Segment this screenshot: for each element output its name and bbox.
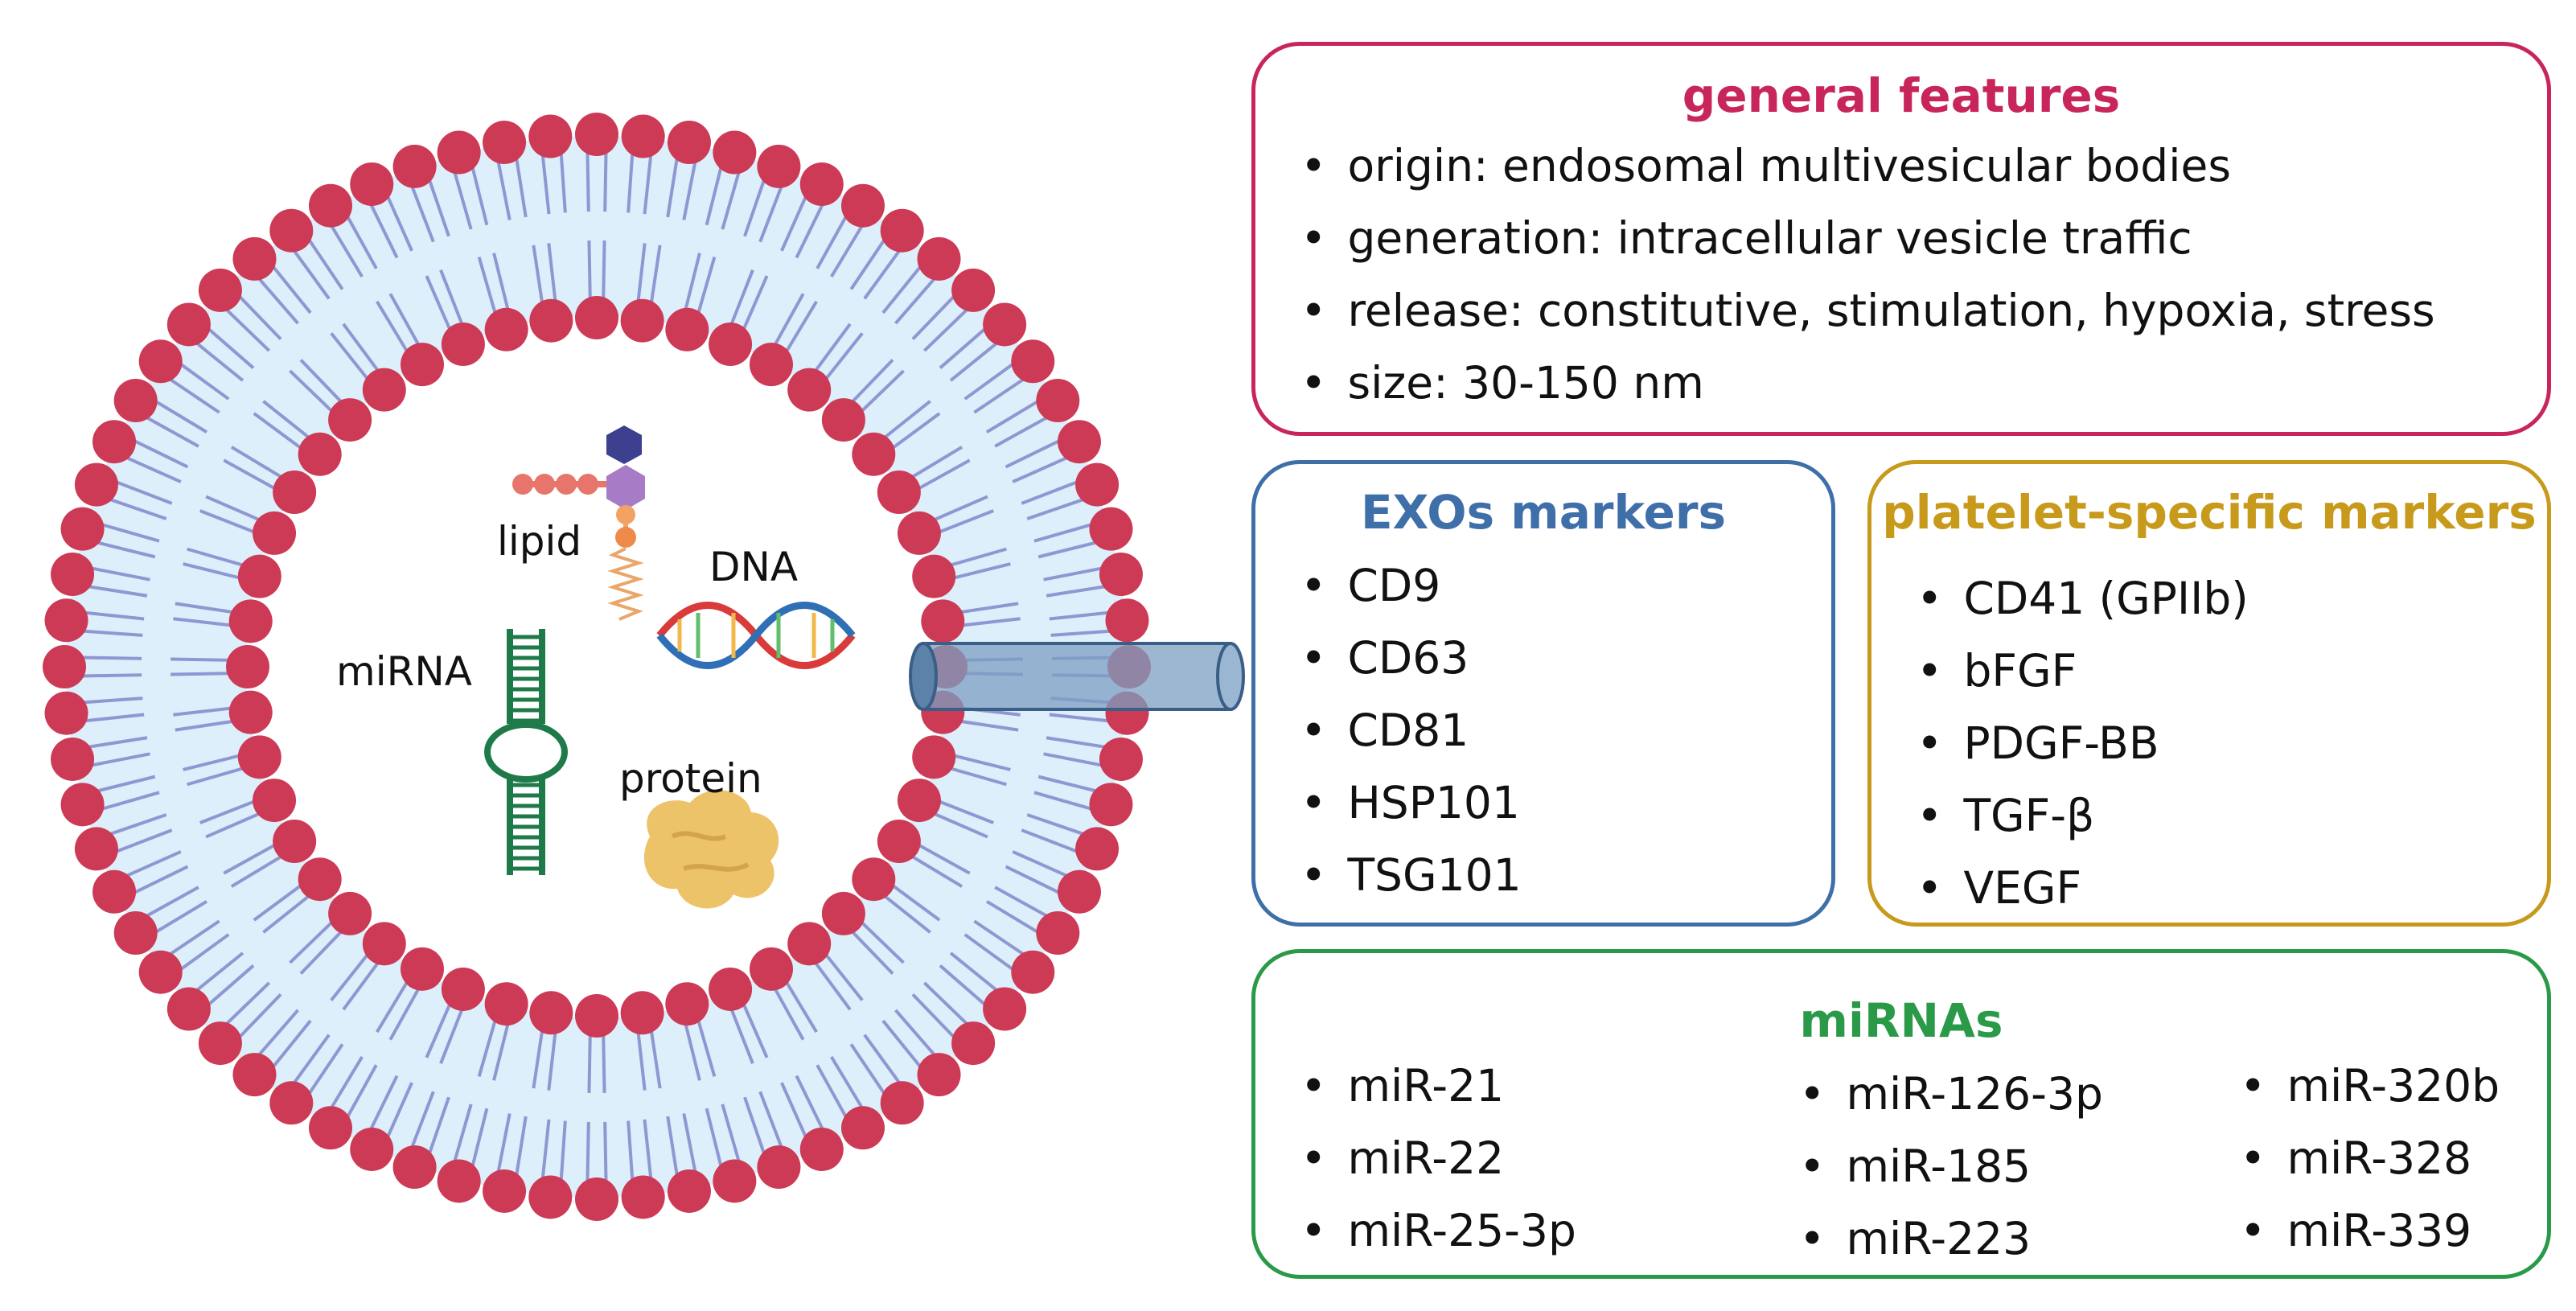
transmembrane-channel bbox=[909, 642, 1245, 711]
list-item: CD63 bbox=[1300, 636, 1522, 709]
exos-markers-list: CD9 CD63 CD81 HSP101 TSG101 bbox=[1300, 564, 1522, 926]
mirna-icon bbox=[484, 629, 568, 875]
platelet-markers-title: platelet-specific markers bbox=[1882, 485, 2537, 540]
mirnas-column-2: miR-126-3p miR-185 miR-223 bbox=[1799, 1072, 2103, 1289]
list-item: size: 30-150 nm bbox=[1300, 361, 2435, 434]
list-item: miR-328 bbox=[2240, 1136, 2500, 1209]
list-item: miR-223 bbox=[1799, 1217, 2103, 1289]
lipid-icon bbox=[512, 425, 645, 621]
list-item: generation: intracellular vesicle traffi… bbox=[1300, 216, 2435, 289]
mirna-label: miRNA bbox=[336, 648, 472, 695]
list-item: miR-22 bbox=[1300, 1136, 1576, 1209]
dna-icon bbox=[656, 602, 856, 669]
protein-icon bbox=[643, 790, 779, 909]
list-item: release: constitutive, stimulation, hypo… bbox=[1300, 289, 2434, 361]
list-item: VEGF bbox=[1917, 866, 2249, 939]
list-item: miR-320b bbox=[2240, 1064, 2500, 1136]
list-item: HSP101 bbox=[1300, 781, 1522, 853]
list-item: miR-25-3p bbox=[1300, 1209, 1576, 1281]
list-item: bFGF bbox=[1917, 649, 2249, 721]
mirnas-title: miRNAs bbox=[1799, 993, 2003, 1048]
mirnas-box: miRNAs miR-21 miR-22 miR-25-3p miR-126-3… bbox=[1251, 949, 2551, 1279]
general-features-title: general features bbox=[1682, 68, 2121, 123]
list-item: miR-126-3p bbox=[1799, 1072, 2102, 1145]
mirnas-column-3: miR-320b miR-328 miR-339 bbox=[2240, 1064, 2500, 1281]
protein-label: protein bbox=[619, 755, 762, 802]
list-item: miR-21 bbox=[1300, 1064, 1576, 1136]
platelet-markers-box: platelet-specific markers CD41 (GPIIb) b… bbox=[1867, 460, 2551, 927]
list-item: origin: endosomal multivesicular bodies bbox=[1300, 144, 2435, 216]
dna-label: DNA bbox=[709, 544, 798, 590]
mirnas-column-1: miR-21 miR-22 miR-25-3p bbox=[1300, 1064, 1576, 1281]
list-item: TSG101 bbox=[1300, 853, 1521, 926]
exos-markers-title: EXOs markers bbox=[1361, 485, 1726, 540]
list-item: TGF-β bbox=[1917, 794, 2249, 866]
general-features-box: general features origin: endosomal multi… bbox=[1251, 42, 2551, 436]
list-item: CD41 (GPIIb) bbox=[1917, 577, 2248, 649]
platelet-markers-list: CD41 (GPIIb) bFGF PDGF-BB TGF-β VEGF bbox=[1917, 577, 2249, 939]
list-item: miR-185 bbox=[1799, 1145, 2103, 1217]
list-item: miR-339 bbox=[2240, 1209, 2500, 1281]
exosome-vesicle-diagram: lipid DNA miRNA protein bbox=[43, 113, 1245, 1221]
general-features-list: origin: endosomal multivesicular bodies … bbox=[1300, 144, 2435, 434]
list-item: PDGF-BB bbox=[1917, 721, 2249, 794]
list-item: CD81 bbox=[1300, 709, 1522, 781]
lipid-label: lipid bbox=[497, 518, 581, 565]
list-item: CD9 bbox=[1300, 564, 1522, 636]
exos-markers-box: EXOs markers CD9 CD63 CD81 HSP101 TSG101 bbox=[1251, 460, 1835, 927]
